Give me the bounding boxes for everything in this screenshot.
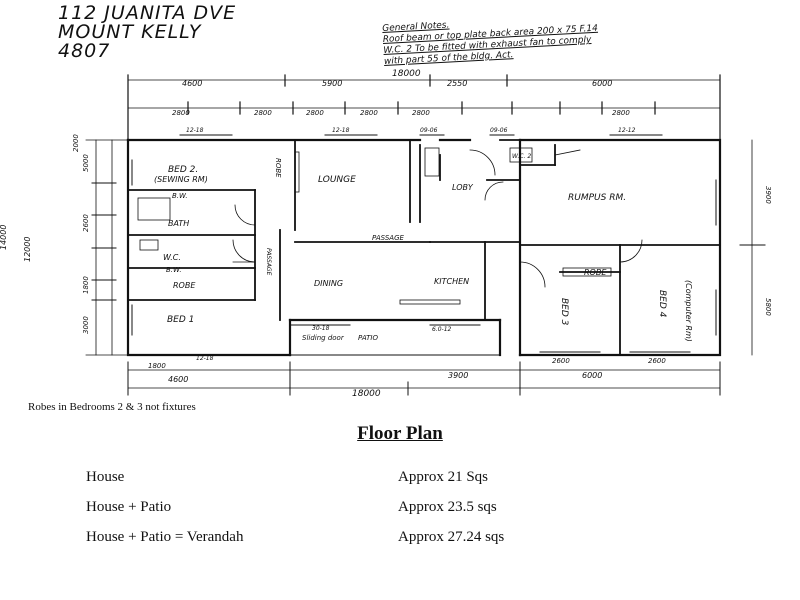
- dim-bottom-b: 3900: [448, 371, 468, 380]
- label-patio: PATIO: [358, 334, 378, 342]
- dim-window-2: 12-18: [332, 127, 350, 134]
- dim-bottom-c: 6000: [582, 371, 602, 380]
- area-value: Approx 27.24 sqs: [398, 529, 505, 545]
- dim-left-b: 2600: [82, 214, 90, 232]
- room-label-bw1: B.W.: [172, 192, 188, 200]
- room-label-lobby: LOBY: [452, 183, 474, 192]
- room-label-bath: BATH: [168, 219, 189, 228]
- room-label-passage: PASSAGE: [372, 234, 405, 242]
- dim-left-total: 14000: [0, 225, 8, 250]
- dim-left-a: 5000: [82, 154, 90, 172]
- room-label-bed3: BED 3: [559, 298, 569, 326]
- dim-right-a: 3900: [764, 186, 772, 204]
- dim-top-seg4: 6000: [592, 79, 612, 88]
- dim-bottom-window-2: 30-18: [312, 325, 330, 332]
- room-label-bed2-sub: (SEWING RM): [154, 175, 208, 184]
- floor-plan-drawing: BED 2. (SEWING RM) ROBE LOUNGE LOBY RUMP…: [0, 69, 772, 399]
- page-title: Floor Plan: [357, 423, 443, 444]
- room-label-robe-left: ROBE: [173, 281, 196, 290]
- dim-top-w5: 2800: [412, 109, 430, 117]
- address-line-street: 112 JUANITA DVE: [58, 2, 237, 24]
- address-line-postcode: 4807: [58, 40, 111, 62]
- room-label-bed2: BED 2.: [168, 165, 198, 175]
- room-label-kitchen: KITCHEN: [434, 277, 469, 286]
- robes-note: Robes in Bedrooms 2 & 3 not fixtures: [28, 401, 196, 413]
- dim-top-w4: 2800: [360, 109, 378, 117]
- dim-bottom-w3: 2600: [648, 357, 666, 365]
- label-wc2: W.C. 2: [512, 153, 531, 160]
- room-label-passage-vertical: PASSAGE: [265, 248, 272, 276]
- room-label-wc: W.C.: [163, 253, 181, 262]
- dim-right-b: 5800: [764, 298, 772, 316]
- address-block: 112 JUANITA DVE MOUNT KELLY 4807: [58, 4, 236, 61]
- room-label-bw2: B.W.: [166, 266, 182, 274]
- area-label: House + Patio: [86, 499, 172, 515]
- dim-left-sub: 12000: [23, 237, 32, 262]
- room-label-lounge: LOUNGE: [318, 175, 356, 185]
- dim-top-w2: 2800: [254, 109, 272, 117]
- area-value: Approx 23.5 sqs: [398, 499, 497, 515]
- dim-left-d: 3000: [82, 316, 90, 334]
- area-label: House + Patio = Verandah: [86, 529, 244, 545]
- address-line-suburb: MOUNT KELLY: [58, 21, 202, 43]
- dim-top-w3: 2800: [306, 109, 324, 117]
- room-label-bed1: BED 1: [167, 315, 194, 325]
- dim-bottom-w2: 2600: [552, 357, 570, 365]
- room-label-bed4: BED 4: [657, 290, 667, 318]
- dim-top-seg1: 4600: [182, 79, 202, 88]
- dim-window-3: 09-06: [420, 127, 438, 134]
- dim-bottom-window-1: 12-18: [196, 355, 214, 362]
- dim-top-seg3: 2550: [447, 79, 467, 88]
- room-label-robe-right: ROBE: [584, 268, 607, 277]
- area-label: House: [86, 469, 125, 485]
- dim-left-c: 1800: [82, 276, 90, 294]
- dim-window-5: 12-12: [618, 127, 636, 134]
- dim-bottom-w1: 1800: [148, 362, 166, 370]
- area-value: Approx 21 Sqs: [398, 469, 489, 485]
- dim-window-4: 09-06: [490, 127, 508, 134]
- room-label-dining: DINING: [314, 279, 343, 288]
- label-sliding-door: Sliding door: [302, 334, 345, 342]
- dim-bottom-window-3: 6.0-12: [432, 326, 452, 333]
- dim-top-w6: 2800: [612, 109, 630, 117]
- dim-top-total: 18000: [392, 69, 421, 79]
- room-label-computer: (Computer Rm): [684, 280, 693, 342]
- dim-bottom-a: 4600: [168, 375, 188, 384]
- dim-window-1: 12-18: [186, 127, 204, 134]
- dim-left-e: 2000: [72, 134, 80, 152]
- dim-top-w1: 2800: [172, 109, 190, 117]
- dim-bottom-total: 18000: [352, 389, 381, 399]
- dim-top-seg2: 5900: [322, 79, 342, 88]
- room-label-rumpus: RUMPUS RM.: [568, 193, 626, 203]
- room-label-robe-top: ROBE: [274, 158, 282, 178]
